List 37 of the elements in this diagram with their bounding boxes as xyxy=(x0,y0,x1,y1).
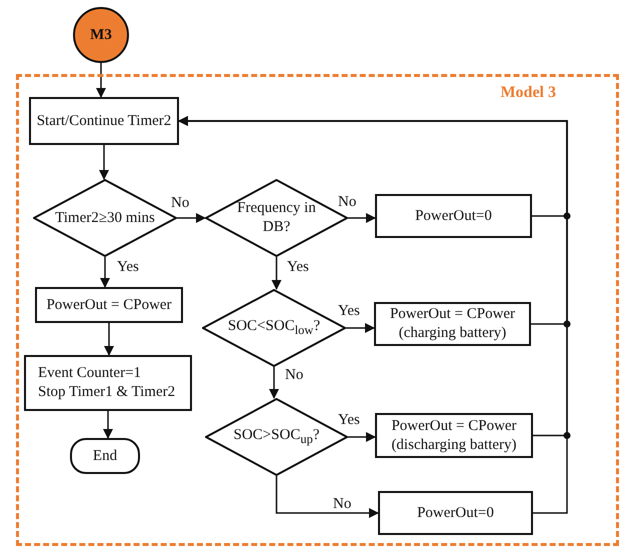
process-box xyxy=(35,287,183,323)
arrow xyxy=(178,116,568,514)
arrow xyxy=(96,63,106,98)
node-text: PowerOut = CPower xyxy=(46,296,172,314)
node-text: SOC>SOC$_{up}$? xyxy=(234,426,320,448)
arrow xyxy=(177,213,206,223)
arrow xyxy=(348,432,376,442)
arrow xyxy=(100,257,110,288)
arrow xyxy=(269,367,279,399)
process-box xyxy=(29,97,179,145)
node-text: End xyxy=(92,446,118,466)
model-title: Model 3 xyxy=(500,83,556,102)
arrow xyxy=(346,323,375,333)
node-text: PowerOut=0 xyxy=(417,504,494,522)
node-text: M3 xyxy=(90,26,112,44)
arrow xyxy=(99,145,109,180)
model-container xyxy=(16,74,619,546)
process-box xyxy=(375,194,532,238)
arrow xyxy=(276,476,379,518)
node-text: Timer2≥30 mins xyxy=(55,208,155,228)
arrow xyxy=(348,213,376,223)
node-text: SOC<SOC$_{low}$? xyxy=(228,316,320,338)
process-box xyxy=(375,413,533,458)
node-text: Start/Continue Timer2 xyxy=(36,112,172,130)
arrow xyxy=(104,323,114,356)
process-box xyxy=(378,491,533,535)
process-box xyxy=(24,355,192,411)
node-text: PowerOut = CPower (charging battery) xyxy=(388,305,516,343)
arrow xyxy=(103,411,113,439)
node-text: PowerOut=0 xyxy=(415,206,492,226)
node-text: Stop Timer1 & Timer2 xyxy=(38,383,176,402)
node-text: Frequency in DB? xyxy=(236,199,317,237)
process-box xyxy=(374,302,531,346)
node-text: PowerOut = CPower (discharging battery) xyxy=(390,416,518,454)
node-text: Event Counter=1 xyxy=(38,364,142,383)
arrow xyxy=(272,257,282,290)
terminal-box xyxy=(70,438,140,474)
